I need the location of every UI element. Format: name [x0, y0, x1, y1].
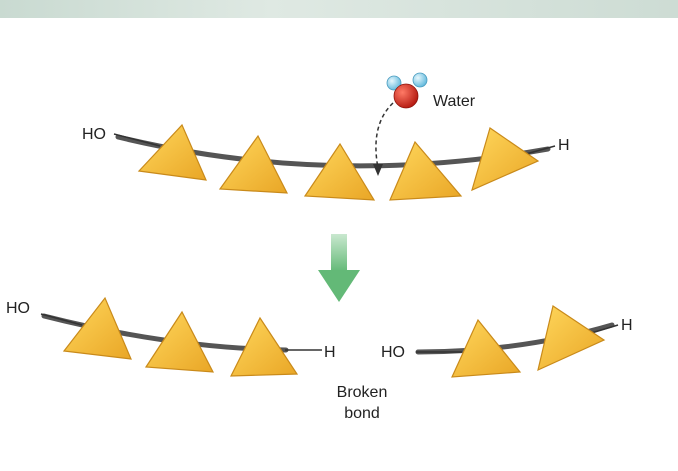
- monomer-triangle: [471, 127, 540, 192]
- monomer-triangle: [537, 305, 606, 372]
- monomer-triangle: [230, 316, 299, 377]
- reaction-arrow: [318, 234, 360, 302]
- ho-bond-line-bottom-left: [40, 313, 83, 326]
- h-group-label: H: [324, 344, 336, 361]
- ho-group-label: HO: [82, 126, 106, 143]
- ho-bond-line-top: [113, 133, 161, 147]
- arrow-head-icon: [373, 164, 383, 176]
- broken-bond-label: Broken bond: [337, 384, 388, 422]
- oxygen-atom-icon: [393, 83, 419, 109]
- water-label: Water: [433, 93, 476, 110]
- broken-bond-label-line1: Broken: [337, 384, 388, 401]
- polymer-chain-top: HO H: [82, 123, 570, 201]
- monomer-triangle: [303, 142, 376, 201]
- monomer-triangle: [62, 296, 132, 360]
- h-group-label: H: [621, 317, 633, 334]
- ho-group-label: HO: [6, 300, 30, 317]
- water-molecule: Water: [386, 72, 476, 110]
- monomer-triangle: [389, 140, 463, 201]
- broken-bond-label-line2: bond: [344, 405, 380, 422]
- hydrogen-atom-icon: [412, 72, 428, 88]
- polymer-chain-bottom-right: HO H: [381, 305, 633, 378]
- dashed-arrow-path: [375, 102, 394, 169]
- ho-group-label: HO: [381, 344, 405, 361]
- monomer-triangle: [451, 318, 522, 378]
- hydrogen-atom-icon: [386, 75, 402, 91]
- header-band: [0, 0, 678, 18]
- water-insertion-arrow: [373, 102, 394, 176]
- reaction-arrow-shaft: [331, 234, 347, 272]
- reaction-arrow-head-icon: [318, 270, 360, 302]
- h-group-label: H: [558, 137, 570, 154]
- monomer-triangle: [144, 310, 215, 373]
- monomer-triangle: [137, 123, 207, 181]
- monomer-triangle: [218, 134, 289, 194]
- polymer-chain-bottom-left: HO H: [6, 296, 336, 377]
